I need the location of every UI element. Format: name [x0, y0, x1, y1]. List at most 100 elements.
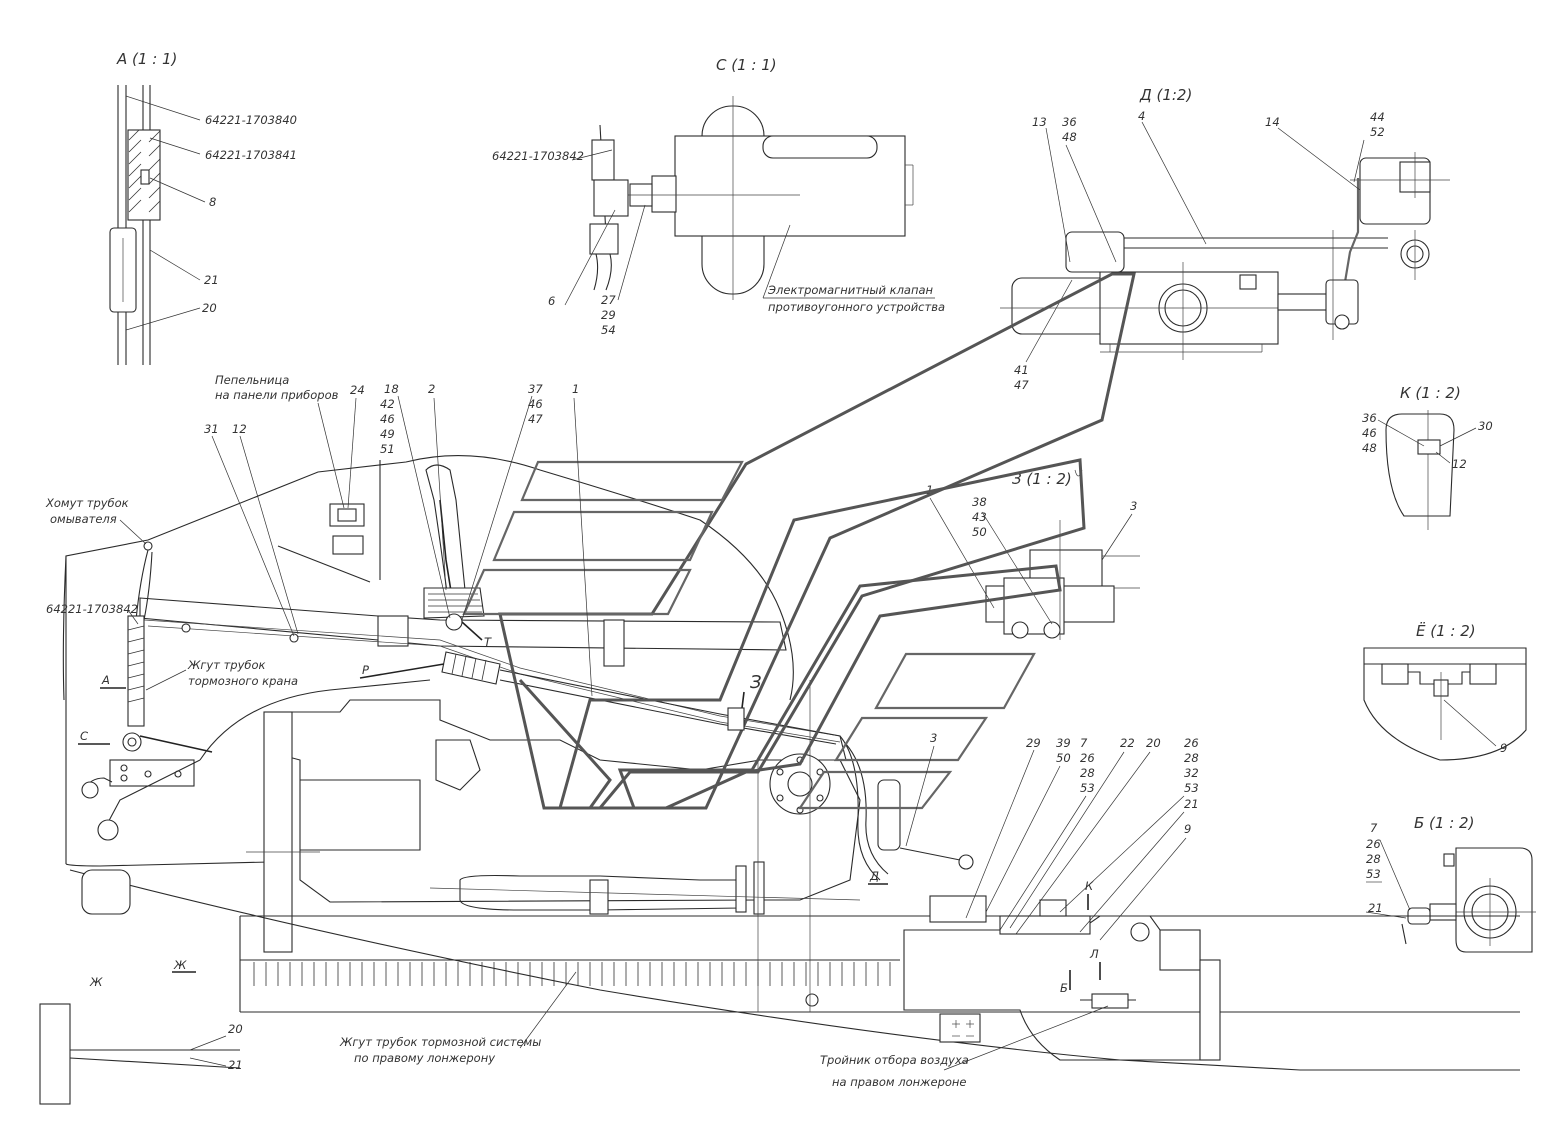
view-mark-z: З	[750, 672, 762, 693]
callout: 7	[1370, 821, 1378, 835]
callout: 20	[228, 1022, 243, 1036]
callout: 47	[1014, 378, 1029, 392]
callout: 37	[528, 382, 543, 396]
view-d-title: Д (1:2)	[1139, 86, 1192, 104]
callout: 24	[350, 383, 365, 397]
note-brake-line2: тормозного крана	[188, 674, 298, 688]
view-mark-c: С	[80, 729, 88, 743]
callout: 48	[1062, 130, 1077, 144]
view-b-title: Б (1 : 2)	[1414, 814, 1474, 832]
view-mark-p: Р	[362, 663, 369, 677]
note-ashtray-line2: на панели приборов	[215, 388, 339, 402]
callout: 7	[1080, 736, 1088, 750]
callout: 43	[972, 510, 987, 524]
callout: 29	[1026, 736, 1041, 750]
view-e-detail: Ё (1 : 2) 9	[1363, 621, 1527, 761]
callout: 36	[1062, 115, 1077, 129]
callout: 44	[1370, 110, 1385, 124]
view-mark-t: Т	[484, 635, 492, 649]
note-brake-line1: Жгут трубок	[187, 658, 266, 672]
main-annotations: Пепельница на панели приборов 24 31 12 1…	[45, 373, 1199, 1089]
callout: 46	[528, 397, 543, 411]
callout: 32	[1184, 766, 1199, 780]
view-mark-d: Д	[869, 869, 879, 883]
callout: 20	[1146, 736, 1161, 750]
callout: 28	[1184, 751, 1199, 765]
note-frame-line1: Жгут трубок тормозной системы	[339, 1035, 541, 1049]
view-z-title: З (1 : 2)	[1012, 470, 1072, 488]
callout: 53	[1184, 781, 1199, 795]
callout: 12	[1452, 457, 1467, 471]
callout: 9	[1500, 741, 1507, 755]
callout: 28	[1080, 766, 1095, 780]
callout: 1	[572, 382, 579, 396]
callout: 48	[1362, 441, 1377, 455]
callout: 21	[228, 1058, 243, 1072]
callout: 31	[204, 422, 219, 436]
callout: 36	[1362, 411, 1377, 425]
callout: 39	[1056, 736, 1071, 750]
callout: 46	[1362, 426, 1377, 440]
note-ashtray-line1: Пепельница	[215, 373, 289, 387]
callout: 21	[1184, 797, 1199, 811]
callout: 2	[428, 382, 435, 396]
view-mark-zh-1: Ж	[89, 975, 103, 989]
callout: 20	[202, 301, 217, 315]
part-number-842-view-c: 64221-1703842	[492, 149, 584, 163]
callout: 26	[1366, 837, 1381, 851]
callout: 50	[1056, 751, 1071, 765]
view-k-title: К (1 : 2)	[1400, 384, 1461, 402]
callout: 21	[204, 273, 219, 287]
callout: 51	[380, 442, 395, 456]
callout: 21	[1368, 901, 1383, 915]
callout: 53	[1080, 781, 1095, 795]
callout: 29	[601, 308, 616, 322]
part-number-841: 64221-1703841	[205, 148, 297, 162]
callout: 54	[601, 323, 616, 337]
view-b-detail: Б (1 : 2) 7 26 28 53 21	[1365, 814, 1536, 953]
view-mark-k: К	[1085, 879, 1094, 893]
note-clamp-line1: Хомут трубок	[45, 496, 129, 510]
note-valve-line1: Электромагнитный клапан	[767, 283, 934, 297]
callout: 38	[972, 495, 987, 509]
callout: 3	[1130, 499, 1137, 513]
callout: 41	[1014, 363, 1029, 377]
view-mark-b: Б	[1060, 981, 1068, 995]
callout: 1	[926, 483, 933, 497]
callout: 9	[1184, 822, 1191, 836]
view-z-detail: З (1 : 2) 1 38 43 50 3	[926, 469, 1140, 640]
main-assembly-view	[39, 455, 1520, 1105]
callout: 30	[1478, 419, 1493, 433]
view-c-detail: С (1 : 1) 64221-1703842 6 27 29 54 Элект…	[492, 56, 945, 337]
note-tee-line1: Тройник отбора воздуха	[820, 1053, 969, 1067]
view-a-detail: А (1 : 1) 64221-1703840 64221-1703841 8 …	[109, 50, 297, 365]
callout: 13	[1032, 115, 1047, 129]
view-mark-a: А	[101, 673, 110, 687]
callout: 22	[1120, 736, 1135, 750]
view-k-detail: К (1 : 2) 36 46 48 30 12	[1362, 384, 1493, 530]
callout: 18	[384, 382, 399, 396]
view-d-detail: Д (1:2) 13 36 48 4 14	[1000, 86, 1450, 392]
callout: 4	[1138, 109, 1145, 123]
frame-hatch	[253, 962, 891, 986]
part-number-842-main: 64221-1703842	[46, 602, 138, 616]
callout: 8	[209, 195, 216, 209]
callout: 12	[232, 422, 247, 436]
note-frame-line2: по правому лонжерону	[354, 1051, 495, 1065]
note-tee-line2: на правом лонжероне	[832, 1075, 967, 1089]
callout: 27	[601, 293, 616, 307]
callout: 53	[1366, 867, 1381, 881]
view-a-title: А (1 : 1)	[116, 50, 177, 68]
view-mark-l: Л	[1089, 947, 1099, 961]
view-mark-zh-2: Ж	[173, 958, 187, 972]
callout: 50	[972, 525, 987, 539]
callout: 42	[380, 397, 395, 411]
part-number-840: 64221-1703840	[205, 113, 297, 127]
view-e-title: Ё (1 : 2)	[1416, 621, 1476, 640]
callout: 26	[1184, 736, 1199, 750]
callout: 26	[1080, 751, 1095, 765]
leader-frames	[462, 272, 1136, 810]
callout: 47	[528, 412, 543, 426]
view-c-title: С (1 : 1)	[716, 56, 777, 74]
callout: 46	[380, 412, 395, 426]
